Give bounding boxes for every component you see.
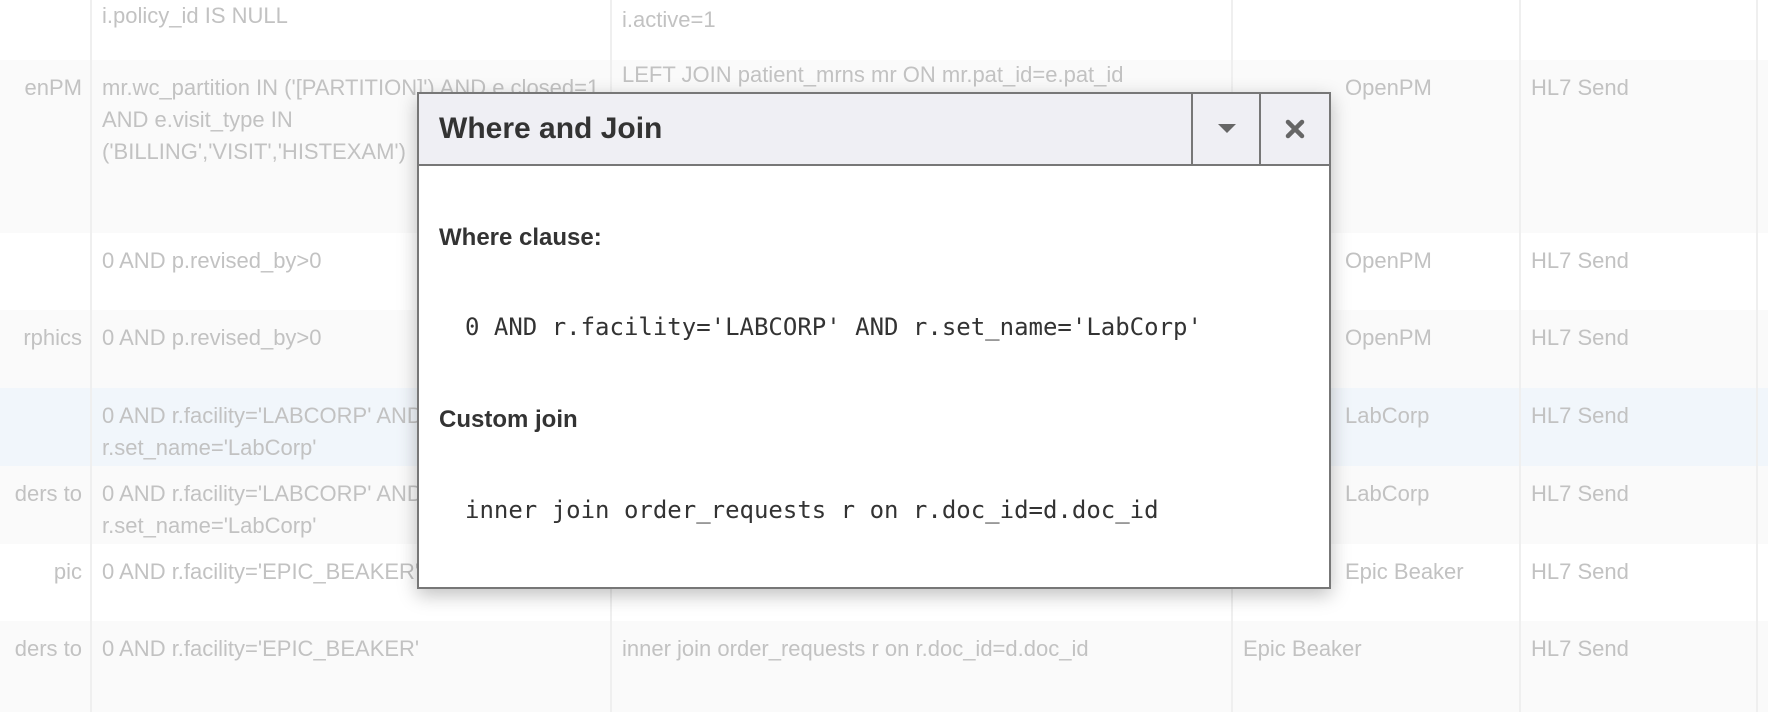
where-clause-label: Where clause: (439, 224, 602, 251)
close-button[interactable] (1259, 94, 1329, 164)
cell-name (0, 388, 90, 466)
cell-type: HL7 Send (1519, 310, 1756, 388)
cell-type (1519, 0, 1756, 60)
cell-name: pic (53, 559, 82, 584)
cell-where: 0 AND r.facility='EPIC_BEAKER' (90, 621, 610, 712)
cell-name: enPM (24, 75, 82, 100)
cell-name: ders to (14, 636, 82, 661)
close-x-icon (1285, 119, 1305, 139)
cell-join: insurance_policy i ON i.pat_id=eb.fund_c… (610, 0, 1231, 60)
cell-where: 0 AND r.facility='LABCORP' AND r.set_nam… (90, 466, 610, 544)
cell-type: HL7 Send (1519, 388, 1756, 466)
where-and-join-dialog: Where and Join Where clause: 0 AND r.fac… (417, 92, 1331, 589)
custom-join-value: inner join order_requests r on r.doc_id=… (465, 496, 1159, 524)
cell-where: 0 AND p.revised_by>0 (90, 233, 610, 310)
cell-extra (1756, 0, 1768, 60)
custom-join-label: Custom join (439, 406, 578, 433)
cell-name: rphics (23, 325, 82, 350)
cell-join: inner join order_requests r on r.doc_id=… (610, 621, 1231, 712)
cell-name (0, 0, 90, 60)
cell-source: LabCorp (1231, 388, 1519, 466)
dropdown-button[interactable] (1191, 94, 1261, 164)
cell-extra: E (1756, 621, 1768, 712)
cell-where: 0 AND r.facility='LABCORP' AND r.set_nam… (90, 388, 610, 466)
cell-name: ders to (14, 481, 82, 506)
cell-extra: E (1756, 544, 1768, 621)
table-row[interactable]: 0 AND p.revised_by>0 OpenPM HL7 Send C (0, 233, 1768, 310)
cell-name (0, 233, 90, 310)
table-row[interactable]: i.policy_id IS NULL insurance_policy i O… (0, 0, 1768, 60)
cell-extra: C (1756, 60, 1768, 233)
where-clause-value: 0 AND r.facility='LABCORP' AND r.set_nam… (465, 313, 1202, 341)
cell-type: HL7 Send (1519, 544, 1756, 621)
cell-where: mr.wc_partition IN ('[PARTITION]') AND e… (90, 60, 610, 233)
cell-where: 0 AND p.revised_by>0 (90, 310, 610, 388)
dialog-header[interactable]: Where and Join (419, 94, 1329, 166)
cell-extra: E (1756, 388, 1768, 466)
cell-extra: E (1756, 466, 1768, 544)
cell-type: HL7 Send (1519, 621, 1756, 712)
cell-where: i.policy_id IS NULL (90, 0, 610, 60)
table-row[interactable]: pic 0 AND r.facility='EPIC_BEAKER' Epic … (0, 544, 1768, 621)
caret-down-icon (1218, 124, 1236, 133)
cell-source (1231, 0, 1519, 60)
cell-source: Epic Beaker (1231, 621, 1519, 712)
cell-type: HL7 Send (1519, 466, 1756, 544)
table-row[interactable]: ders to 0 AND r.facility='EPIC_BEAKER' i… (0, 621, 1768, 712)
cell-where: 0 AND r.facility='EPIC_BEAKER' (90, 544, 610, 621)
dialog-title: Where and Join (439, 112, 663, 145)
cell-type: HL7 Send (1519, 233, 1756, 310)
cell-extra: C (1756, 233, 1768, 310)
cell-extra: C (1756, 310, 1768, 388)
cell-type: HL7 Send (1519, 60, 1756, 233)
